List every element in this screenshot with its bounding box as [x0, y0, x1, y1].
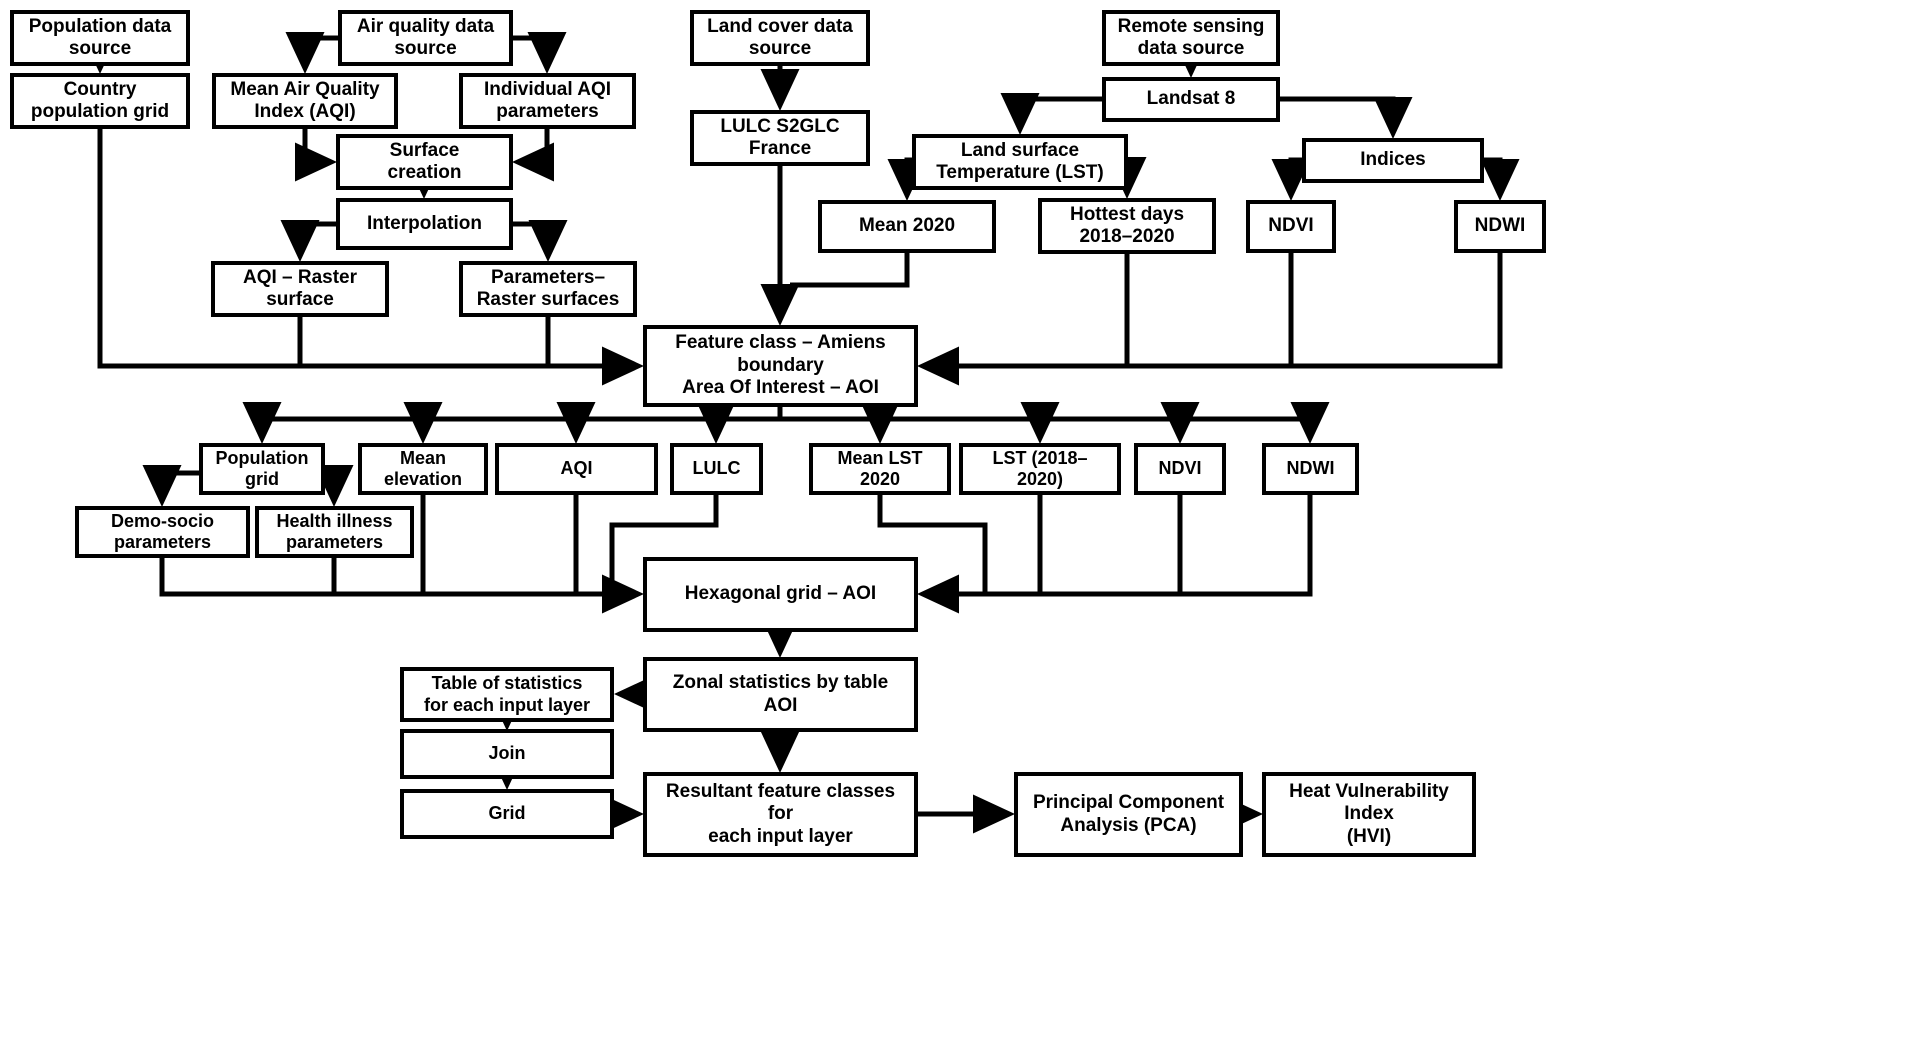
node-ndwi-top[interactable]: NDWI — [1454, 200, 1546, 253]
node-population-grid[interactable]: Population grid — [199, 443, 325, 495]
node-parameters-raster-surfaces[interactable]: Parameters– Raster surfaces — [459, 261, 637, 317]
node-label: NDVI — [1268, 215, 1314, 237]
node-label: AQI — [560, 458, 593, 479]
node-join[interactable]: Join — [400, 729, 614, 779]
node-label: Land cover data source — [707, 15, 853, 59]
node-mean-2020[interactable]: Mean 2020 — [818, 200, 996, 253]
node-country-population-grid[interactable]: Country population grid — [10, 73, 190, 129]
node-label: Mean elevation — [383, 447, 463, 489]
node-label: Population data source — [28, 15, 172, 59]
node-label: Table of statistics for each input layer — [423, 673, 591, 715]
node-land-surface-temperature[interactable]: Land surface Temperature (LST) — [912, 134, 1128, 190]
node-label: Zonal statistics by table AOI — [672, 672, 889, 716]
edge-individual-aqi-to-surface-creation — [511, 129, 554, 182]
node-mean-lst-2020[interactable]: Mean LST 2020 — [809, 443, 951, 495]
node-label: LST (2018– 2020) — [992, 447, 1088, 489]
node-label: Mean 2020 — [858, 215, 956, 237]
edge-interpolation-to-parameters-raster — [513, 220, 568, 263]
node-feature-class-aoi[interactable]: Feature class – Amiens boundary Area Of … — [643, 325, 918, 407]
node-interpolation[interactable]: Interpolation — [336, 198, 513, 250]
node-label: Feature class – Amiens boundary Area Of … — [675, 332, 886, 399]
node-ndvi-top[interactable]: NDVI — [1246, 200, 1336, 253]
node-label: Indices — [1360, 149, 1426, 171]
node-mean-air-quality-index[interactable]: Mean Air Quality Index (AQI) — [212, 73, 398, 129]
node-label: NDWI — [1474, 215, 1526, 237]
node-label: Surface creation — [387, 139, 462, 183]
node-label: Landsat 8 — [1146, 88, 1236, 110]
node-hottest-days[interactable]: Hottest days 2018–2020 — [1038, 198, 1216, 254]
node-land-cover-data-source[interactable]: Land cover data source — [690, 10, 870, 66]
node-label: Individual AQI parameters — [483, 78, 612, 122]
node-label: Population grid — [215, 447, 309, 489]
node-label: Country population grid — [30, 78, 170, 122]
edge-demo-socio-to-hexgrid — [159, 558, 645, 614]
edge-mean-2020-to-aoi — [790, 253, 910, 288]
edge-landsat8-to-lst — [1000, 93, 1102, 136]
edge-population-grid-to-health-illness — [314, 465, 354, 508]
edge-air-quality-source-to-mean-aqi — [285, 32, 338, 75]
node-hexagonal-grid-aoi[interactable]: Hexagonal grid – AOI — [643, 557, 918, 632]
node-grid[interactable]: Grid — [400, 789, 614, 839]
node-label: Parameters– Raster surfaces — [476, 266, 620, 310]
node-label: NDWI — [1286, 458, 1335, 479]
node-label: Heat Vulnerability Index (HVI) — [1289, 780, 1449, 847]
node-label: Join — [488, 743, 526, 764]
node-mean-elevation[interactable]: Mean elevation — [358, 443, 488, 495]
node-label: Mean Air Quality Index (AQI) — [230, 78, 380, 122]
node-lulc-s2glc-france[interactable]: LULC S2GLC France — [690, 110, 870, 166]
node-label: Remote sensing data source — [1117, 15, 1265, 59]
node-label: Resultant feature classes for each input… — [665, 780, 896, 847]
node-indices[interactable]: Indices — [1302, 138, 1484, 183]
node-aqi-raster-surface[interactable]: AQI – Raster surface — [211, 261, 389, 317]
node-resultant-feature-classes[interactable]: Resultant feature classes for each input… — [643, 772, 918, 857]
node-label: AQI – Raster surface — [242, 266, 358, 310]
node-label: NDVI — [1158, 458, 1202, 479]
node-lulc-layer[interactable]: LULC — [670, 443, 763, 495]
node-ndvi-layer[interactable]: NDVI — [1134, 443, 1226, 495]
node-label: LULC S2GLC France — [720, 115, 840, 159]
node-surface-creation[interactable]: Surface creation — [336, 134, 513, 190]
node-individual-aqi-parameters[interactable]: Individual AQI parameters — [459, 73, 636, 129]
node-label: Demo-socio parameters — [110, 510, 215, 552]
node-aqi-layer[interactable]: AQI — [495, 443, 658, 495]
node-heat-vulnerability-index[interactable]: Heat Vulnerability Index (HVI) — [1262, 772, 1476, 857]
node-ndwi-layer[interactable]: NDWI — [1262, 443, 1359, 495]
node-label: Principal Component Analysis (PCA) — [1032, 792, 1225, 836]
node-remote-sensing-data-source[interactable]: Remote sensing data source — [1102, 10, 1280, 66]
edge-interpolation-to-aqi-raster — [280, 220, 336, 263]
node-label: Interpolation — [366, 212, 483, 234]
node-label: Hexagonal grid – AOI — [684, 583, 877, 605]
node-label: Land surface Temperature (LST) — [936, 139, 1104, 183]
node-label: LULC — [692, 458, 741, 479]
edge-ndwi-to-hexgrid — [916, 495, 1313, 614]
node-landsat-8[interactable]: Landsat 8 — [1102, 77, 1280, 122]
node-health-illness-parameters[interactable]: Health illness parameters — [255, 506, 414, 558]
edge-air-quality-source-to-individual-aqi — [513, 32, 567, 75]
node-label: Hottest days 2018–2020 — [1069, 203, 1185, 247]
node-principal-component-analysis[interactable]: Principal Component Analysis (PCA) — [1014, 772, 1243, 857]
node-lst-2018-2020[interactable]: LST (2018– 2020) — [959, 443, 1121, 495]
node-table-of-statistics[interactable]: Table of statistics for each input layer — [400, 667, 614, 722]
edge-landsat8-to-indices — [1280, 96, 1413, 140]
node-population-data-source[interactable]: Population data source — [10, 10, 190, 66]
edge-ndwi-to-aoi — [916, 253, 1503, 386]
node-label: Air quality data source — [356, 15, 495, 59]
edge-mean-aqi-to-surface-creation — [295, 129, 338, 182]
node-air-quality-data-source[interactable]: Air quality data source — [338, 10, 513, 66]
node-label: Health illness parameters — [276, 510, 393, 552]
node-demo-socio-parameters[interactable]: Demo-socio parameters — [75, 506, 250, 558]
node-label: Mean LST 2020 — [837, 447, 923, 489]
node-label: Grid — [488, 803, 526, 824]
node-zonal-statistics[interactable]: Zonal statistics by table AOI — [643, 657, 918, 732]
edge-population-grid-to-demo-socio — [142, 465, 199, 508]
